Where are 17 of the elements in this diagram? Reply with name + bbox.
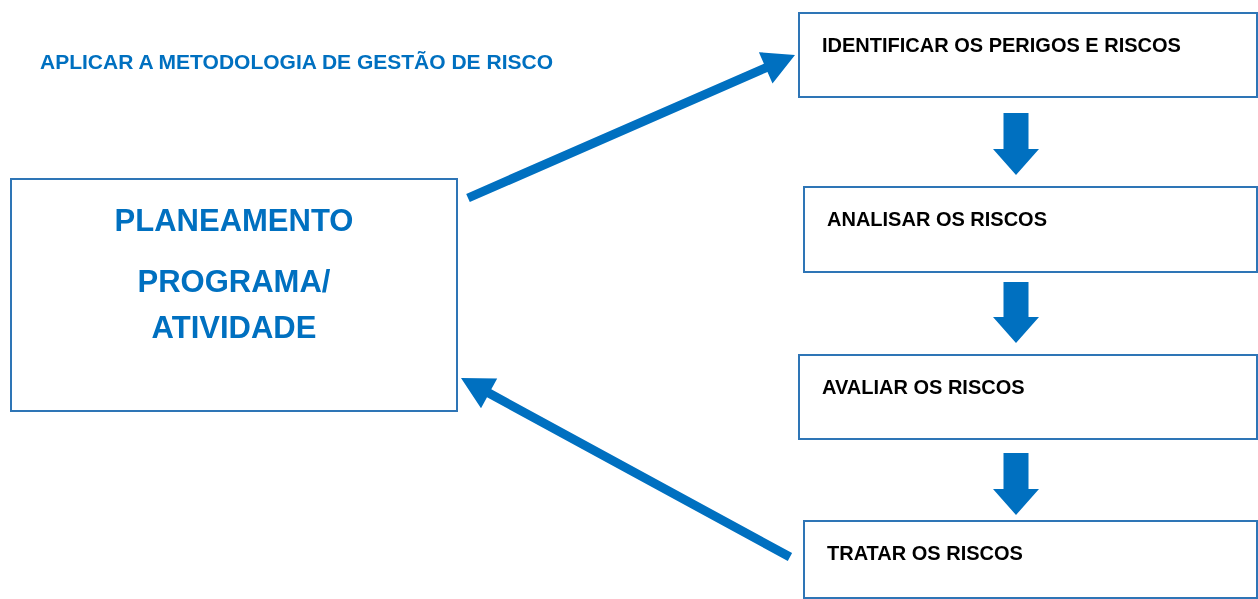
process-box <box>803 520 1258 599</box>
process-box <box>798 354 1258 440</box>
box-heading: PLANEAMENTO <box>114 202 354 240</box>
step-label: TRATAR OS RISCOS <box>827 542 1024 565</box>
block-arrow <box>993 453 1039 515</box>
arrow <box>461 378 793 561</box>
process-box <box>10 178 458 412</box>
arrow <box>466 52 795 203</box>
step-label: ANALISAR OS RISCOS <box>827 208 1049 231</box>
title: APLICAR A METODOLOGIA DE GESTÃO DE RISCO <box>40 50 553 74</box>
box-heading: PROGRAMA/ ATIVIDADE <box>136 262 332 347</box>
block-arrow <box>993 282 1039 343</box>
block-arrow <box>993 113 1039 175</box>
process-box <box>798 12 1258 98</box>
process-box <box>803 186 1258 273</box>
step-label: IDENTIFICAR OS PERIGOS E RISCOS <box>822 34 1182 57</box>
step-label: AVALIAR OS RISCOS <box>822 376 1026 399</box>
